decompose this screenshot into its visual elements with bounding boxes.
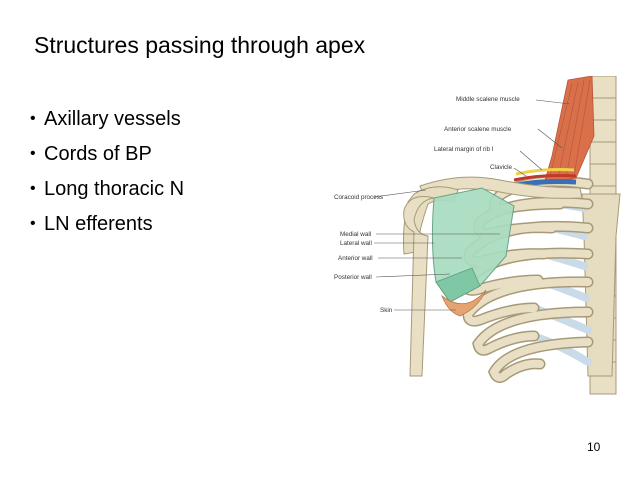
bullet-item: • Cords of BP (30, 139, 184, 174)
bullet-text: Long thoracic N (44, 178, 185, 200)
humerus (403, 196, 435, 377)
label-posterior-wall: Posterior wall (334, 274, 372, 281)
bullet-text: LN efferents (44, 213, 153, 235)
bullet-item: • Axillary vessels (30, 104, 184, 139)
clavicle (419, 176, 583, 199)
axilla-anatomy-figure: Middle scalene muscle Anterior scalene m… (334, 76, 621, 395)
label-anterior-scalene: Anterior scalene muscle (444, 126, 512, 133)
bullet-icon: • (30, 145, 36, 162)
ribs-fill (461, 177, 592, 382)
bullet-icon: • (30, 110, 36, 127)
bullet-item: • LN efferents (30, 209, 184, 244)
label-skin: Skin (380, 307, 393, 314)
label-lateral-wall: Lateral wall (340, 240, 372, 247)
slide-title: Structures passing through apex (34, 32, 366, 58)
label-middle-scalene: Middle scalene muscle (456, 96, 520, 103)
scalene-muscles (543, 76, 595, 185)
muscle-fibers (549, 79, 591, 179)
bullet-icon: • (30, 215, 36, 232)
bullet-list: • Axillary vessels • Cords of BP • Long tho… (30, 104, 184, 244)
label-medial-wall: Medial wall (340, 231, 371, 238)
label-lateral-margin-rib1: Lateral margin of rib I (434, 146, 494, 153)
axilla-base (435, 267, 481, 303)
label-leader-lines (373, 99, 571, 311)
bullet-item: • Long thoracic N (30, 174, 184, 209)
page-number: 10 (587, 440, 601, 454)
bullet-text: Axillary vessels (44, 108, 181, 130)
label-coracoid-process: Coracoid process (334, 194, 383, 201)
axilla-region (431, 187, 515, 303)
bullet-text: Cords of BP (44, 143, 152, 165)
skin-fold (441, 289, 487, 317)
bullet-icon: • (30, 180, 36, 197)
label-clavicle: Clavicle (490, 164, 513, 171)
label-anterior-wall: Anterior wall (338, 255, 373, 262)
